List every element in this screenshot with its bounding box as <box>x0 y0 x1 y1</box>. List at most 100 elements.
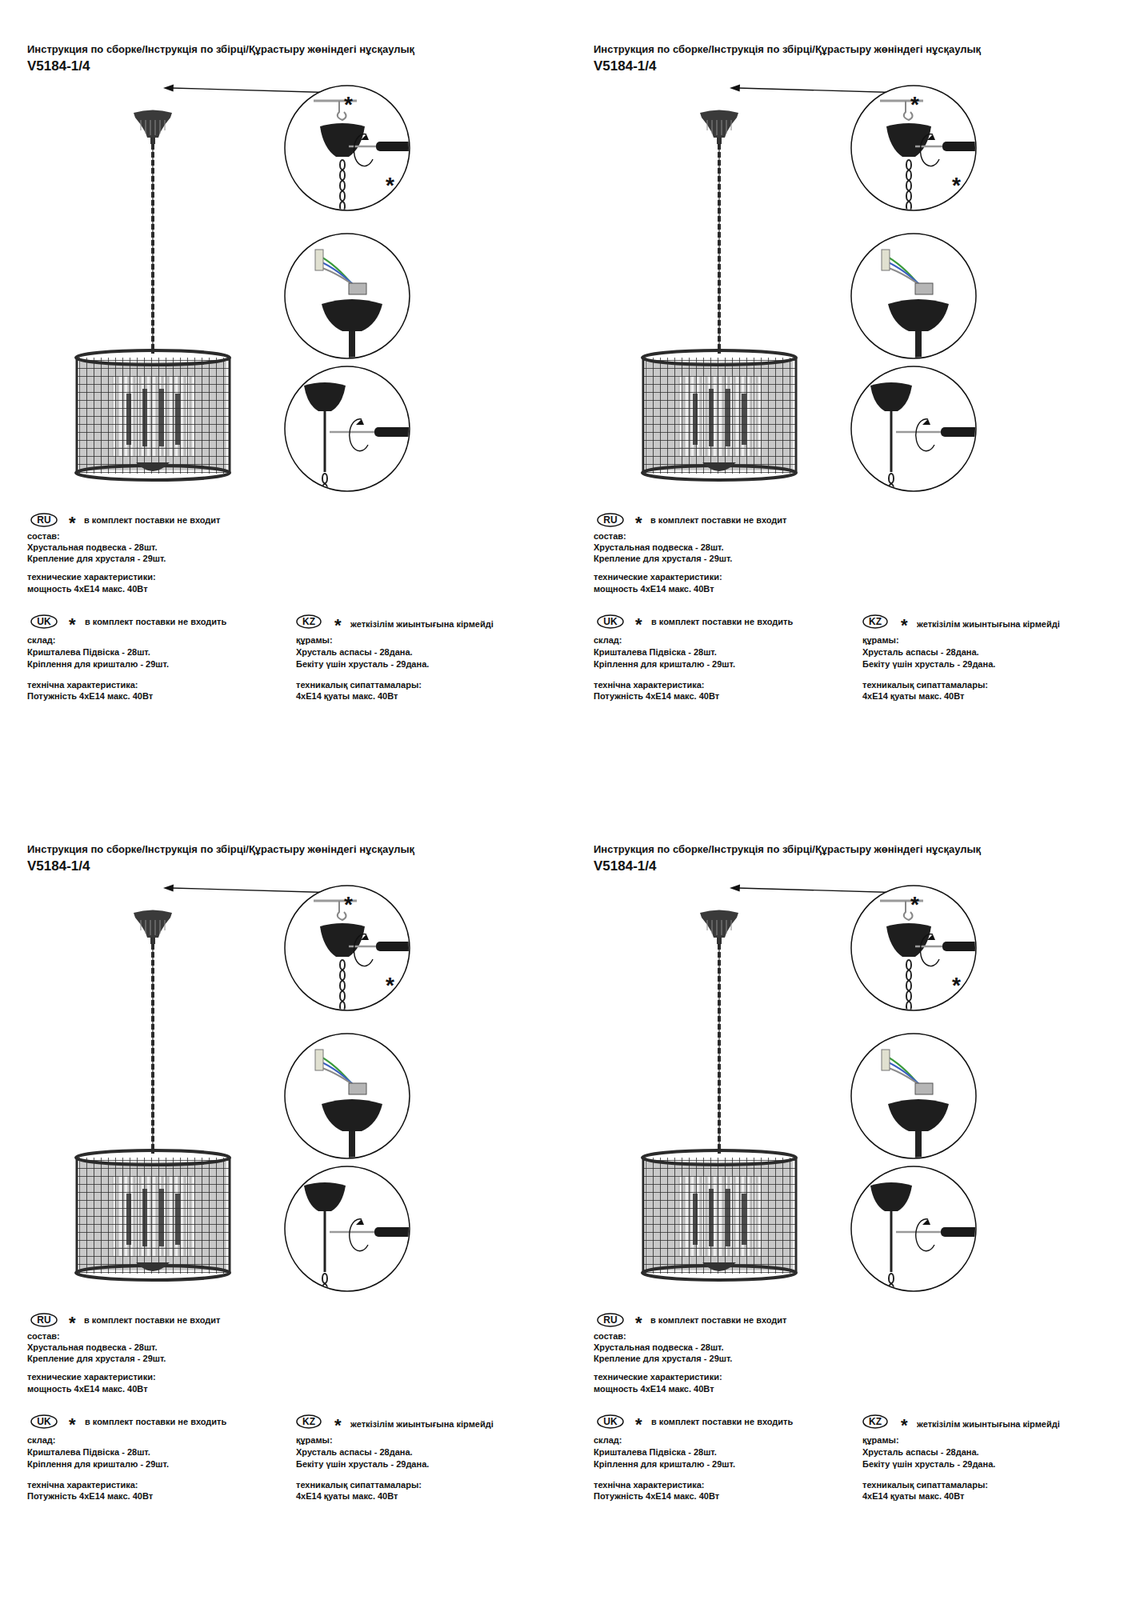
language-badge: UK <box>596 614 624 629</box>
asterisk: * <box>385 974 395 997</box>
parts-item: Кришталева Підвіска - 28шт. <box>593 1448 717 1457</box>
language-badge: UK <box>30 614 58 629</box>
parts-item: Хрусталь аспасы - 28дана. <box>296 648 413 657</box>
language-badge: RU <box>596 1312 624 1328</box>
language-code: KZ <box>868 1416 882 1427</box>
badge-oval <box>597 513 624 527</box>
spec-text: мощность 4хE14 макс. 40Вт <box>27 584 148 594</box>
note: в комплект поставки не входить <box>84 617 227 627</box>
parts-item: Бекіту үшін хрусталь - 29дана. <box>296 1460 429 1469</box>
asterisk: * <box>334 616 342 635</box>
badge-oval <box>31 1415 57 1428</box>
note: в комплект поставки не входит <box>650 1316 788 1325</box>
badge-oval <box>597 615 624 628</box>
asterisk: * <box>910 893 920 916</box>
language-code: RU <box>603 515 617 525</box>
parts-item: Кріплення для кришталю - 29шт. <box>27 660 169 669</box>
parts-item: Бекіту үшін хрусталь - 29дана. <box>296 660 429 669</box>
language-badge: RU <box>30 1312 58 1328</box>
language-badge: RU <box>30 512 58 528</box>
parts-item: Хрусталь аспасы - 28дана. <box>862 648 980 657</box>
heading: Инструкция по сборке/Інструкція по збірц… <box>593 844 981 855</box>
language-code: UK <box>603 1416 617 1427</box>
language-badge: KZ <box>296 614 322 629</box>
asterisk: * <box>900 616 908 635</box>
model-number: V5184-1/4 <box>27 59 90 73</box>
language-badge: KZ <box>862 614 888 629</box>
section-heading: технічна характеристика: <box>593 1480 705 1490</box>
parts-item: Крепление для хрусталя - 29шт. <box>27 1354 166 1364</box>
note: в комплект поставки не входить <box>84 1417 227 1427</box>
section-heading: состав: <box>27 1332 60 1341</box>
asterisk: * <box>385 174 395 197</box>
asterisk: * <box>910 93 920 116</box>
section-heading: технічна характеристика: <box>27 1480 139 1490</box>
badge-oval <box>31 513 57 527</box>
spec-text: 4хE14 қуаты макс. 40Вт <box>862 692 964 701</box>
asterisk: * <box>635 616 643 634</box>
spec-text: Потужність 4хE14 макс. 40Вт <box>593 692 720 701</box>
section-heading: склад: <box>27 636 56 645</box>
spec-text: 4хE14 қуаты макс. 40Вт <box>296 1492 398 1501</box>
asterisk: * <box>334 1416 342 1435</box>
heading: Инструкция по сборке/Інструкція по збірц… <box>27 44 415 55</box>
asterisk: * <box>635 1416 643 1434</box>
model-number: V5184-1/4 <box>593 859 656 873</box>
badge-oval <box>863 615 888 628</box>
section-heading: склад: <box>27 1436 56 1445</box>
spec-text: Потужність 4хE14 макс. 40Вт <box>27 1492 153 1501</box>
parts-item: Хрустальная подвеска - 28шт. <box>593 1343 724 1352</box>
parts-item: Хрустальная подвеска - 28шт. <box>27 543 158 552</box>
parts-item: Крепление для хрусталя - 29шт. <box>27 554 166 564</box>
note: жеткізілім жиынтығына кірмейді <box>350 1420 494 1429</box>
language-badge: UK <box>596 1414 624 1429</box>
section-heading: техникалық сипаттамалары: <box>862 1480 988 1490</box>
language-badge: UK <box>30 1414 58 1429</box>
asterisk: * <box>68 1416 76 1434</box>
parts-item: Хрустальная подвеска - 28шт. <box>593 543 724 552</box>
asterisk: * <box>344 893 353 916</box>
parts-item: Хрусталь аспасы - 28дана. <box>862 1448 980 1457</box>
spec-text: 4хE14 қуаты макс. 40Вт <box>296 692 398 701</box>
language-code: UK <box>36 616 51 627</box>
language-code: KZ <box>302 1416 316 1427</box>
note: жеткізілім жиынтығына кірмейді <box>916 620 1060 629</box>
parts-item: Бекіту үшін хрусталь - 29дана. <box>862 660 996 669</box>
badge-oval <box>597 1415 624 1428</box>
language-code: UK <box>603 616 617 627</box>
parts-item: Кріплення для кришталю - 29шт. <box>593 660 736 669</box>
spec-text: Потужність 4хE14 макс. 40Вт <box>593 1492 720 1501</box>
note: в комплект поставки не входить <box>651 1417 793 1427</box>
section-heading: техникалық сипаттамалары: <box>862 680 988 690</box>
note: в комплект поставки не входит <box>650 516 788 525</box>
parts-item: Крепление для хрусталя - 29шт. <box>593 1354 732 1364</box>
heading: Инструкция по сборке/Інструкція по збірц… <box>593 44 981 55</box>
model-number: V5184-1/4 <box>593 59 656 73</box>
asterisk: * <box>68 1314 76 1332</box>
section-heading: склад: <box>593 1436 623 1445</box>
section-heading: состав: <box>593 1332 627 1341</box>
badge-oval <box>31 615 57 628</box>
section-heading: технические характеристики: <box>27 572 156 582</box>
parts-item: Кришталева Підвіска - 28шт. <box>27 1448 151 1457</box>
language-code: KZ <box>868 616 882 627</box>
section-heading: техникалық сипаттамалары: <box>296 1480 422 1490</box>
language-badge: RU <box>596 512 624 528</box>
section-heading: технічна характеристика: <box>593 680 705 690</box>
note: в комплект поставки не входит <box>84 1316 221 1325</box>
asterisk: * <box>952 174 961 197</box>
asterisk: * <box>900 1416 908 1435</box>
section-heading: технические характеристики: <box>593 1372 723 1382</box>
badge-oval <box>296 1415 321 1428</box>
asterisk: * <box>635 1314 643 1332</box>
note: в комплект поставки не входит <box>84 516 221 525</box>
section-heading: состав: <box>593 532 627 541</box>
section-heading: состав: <box>27 532 60 541</box>
section-heading: технические характеристики: <box>27 1372 156 1382</box>
spec-text: Потужність 4хE14 макс. 40Вт <box>27 692 153 701</box>
language-code: UK <box>36 1416 51 1427</box>
parts-item: Крепление для хрусталя - 29шт. <box>593 554 732 564</box>
language-code: KZ <box>302 616 316 627</box>
section-heading: технические характеристики: <box>593 572 723 582</box>
